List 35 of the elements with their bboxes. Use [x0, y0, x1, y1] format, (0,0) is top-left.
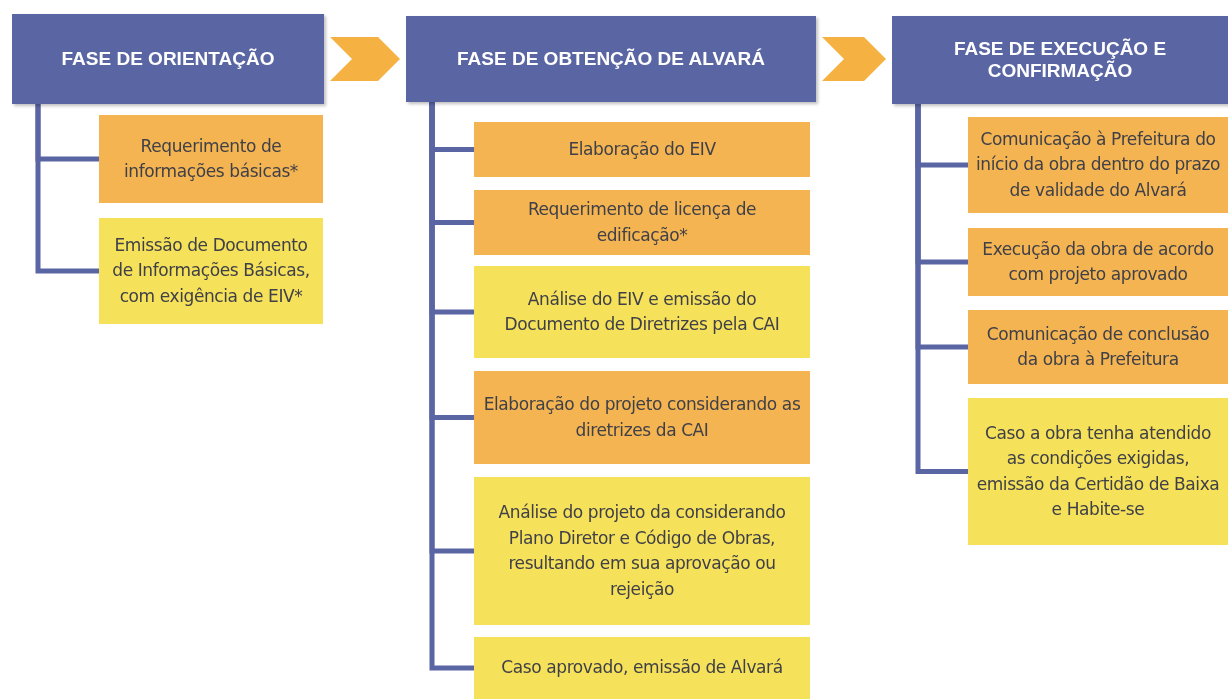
phase-header: [892, 16, 1228, 104]
step-box: [968, 398, 1228, 545]
phase-title: FASE DE OBTENÇÃO DE ALVARÁ: [457, 48, 765, 70]
step-box: [474, 122, 810, 177]
step-box: [968, 310, 1228, 384]
step-text: Execução da obra de acordo com projeto aprovado: [981, 237, 1215, 286]
step-text: Análise do projeto da considerando Plano Diretor e Código de Obras, resultando em sua aprovação ou rejeição: [497, 501, 787, 601]
step-text: Análise do EIV e emissão do Documento de Diretrizes pela CAI: [503, 287, 781, 336]
step-box: [474, 371, 810, 464]
step-text: Comunicação à Prefeitura do início da obra dentro do prazo de validade do Alvará: [976, 127, 1220, 202]
step-text: Caso aprovado, emissão de Alvará: [501, 656, 783, 680]
phase-header: [12, 14, 324, 104]
step-box: [99, 115, 323, 203]
phase-title: FASE DE ORIENTAÇÃO: [61, 48, 275, 70]
step-text: Emissão de Documento de Informações Básicas, com exigência de EIV*: [111, 233, 311, 308]
step-text: Comunicação de conclusão da obra à Prefeitura: [985, 322, 1211, 371]
step-text: Elaboração do projeto considerando as diretrizes da CAI: [482, 393, 802, 442]
step-box: [99, 218, 323, 324]
phase-title: FASE DE EXECUÇÃO E CONFIRMAÇÃO: [952, 38, 1168, 82]
chevron-arrow: [822, 37, 886, 81]
step-box: [968, 117, 1228, 213]
step-text: Caso a obra tenha atendido as condições exigidas, emissão da Certidão de Baixa e Habite-se: [976, 421, 1220, 521]
chevron-arrow: [330, 37, 400, 81]
phase-header: [406, 16, 816, 102]
bracket-connector: [429, 102, 474, 671]
step-text: Requerimento de informações básicas*: [123, 134, 299, 183]
step-box: [474, 190, 810, 255]
step-text: Elaboração do EIV: [568, 137, 716, 161]
step-box: [474, 637, 810, 699]
step-text: Requerimento de licença de edificação*: [526, 198, 758, 247]
bracket-connector: [915, 104, 968, 474]
step-box: [474, 477, 810, 625]
step-box: [968, 228, 1228, 296]
bracket-connector: [35, 104, 99, 274]
step-box: [474, 266, 810, 358]
